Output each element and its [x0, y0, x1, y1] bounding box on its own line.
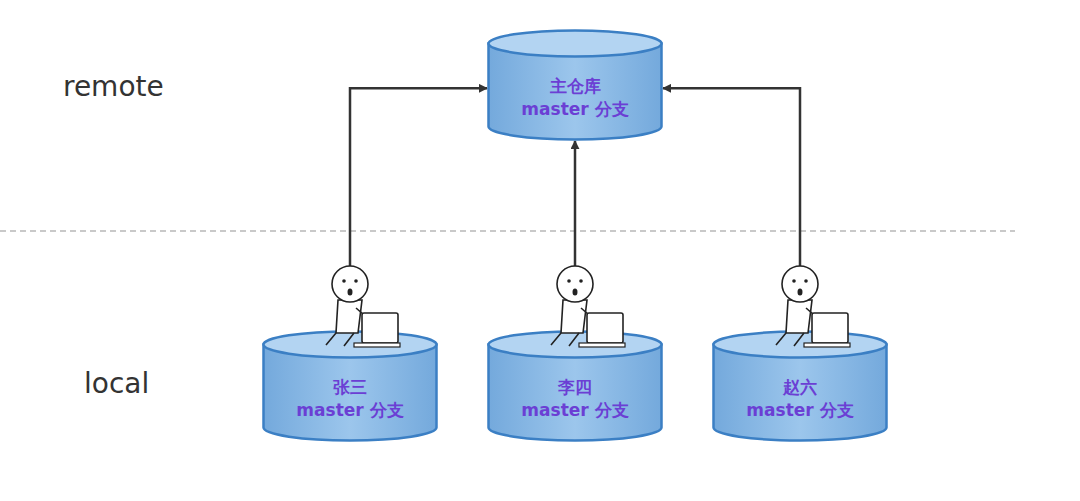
cylinder-top — [489, 332, 662, 358]
divider-line — [0, 230, 1015, 232]
branch-name: master 分支 — [746, 399, 853, 422]
region-label: remote — [63, 70, 164, 103]
repository-cylinder: 赵六master 分支 — [712, 330, 888, 442]
repository-name: 张三 — [333, 376, 367, 399]
cylinder-body — [714, 345, 887, 441]
repository-name: 李四 — [558, 376, 592, 399]
repository-cylinder: 张三master 分支 — [262, 330, 438, 442]
push-arrow — [350, 88, 487, 330]
cylinder-top — [264, 332, 437, 358]
branch-name: master 分支 — [296, 399, 403, 422]
cylinder-body — [489, 345, 662, 441]
cylinder-top — [489, 31, 662, 57]
repository-cylinder: 李四master 分支 — [487, 330, 663, 442]
branch-name: master 分支 — [521, 399, 628, 422]
push-arrow — [663, 88, 800, 330]
cylinder-body — [489, 44, 662, 140]
repository-name: 主仓库 — [550, 75, 601, 98]
push-arrow — [574, 141, 577, 330]
region-label: local — [84, 367, 149, 400]
branch-name: master 分支 — [521, 98, 628, 121]
repository-cylinder: 主仓库master 分支 — [487, 29, 663, 141]
cylinder-body — [264, 345, 437, 441]
cylinder-top — [714, 332, 887, 358]
repository-name: 赵六 — [783, 376, 817, 399]
